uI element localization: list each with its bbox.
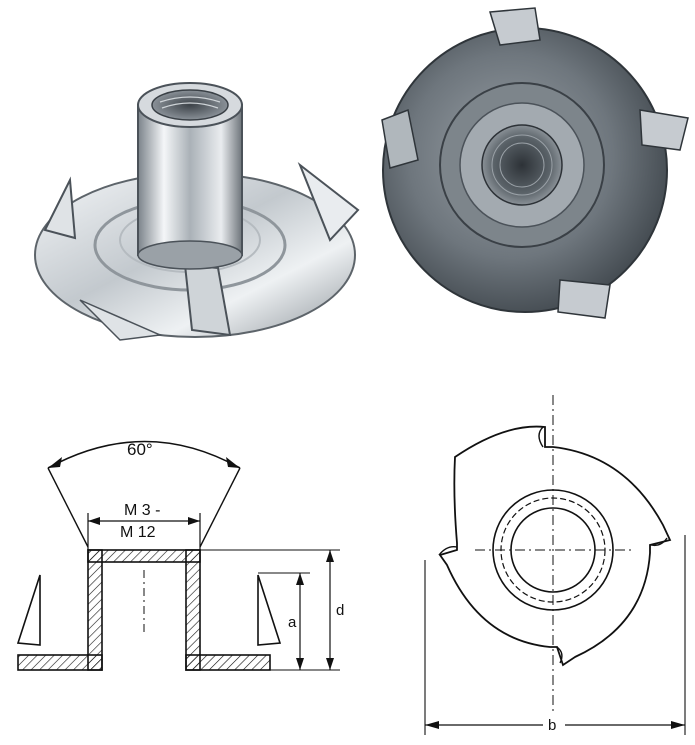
countersink-line-left (47, 467, 89, 548)
thread-label-line2: M 12 (120, 524, 156, 541)
prong-left (43, 176, 77, 240)
threaded-bore (481, 124, 563, 206)
tee-nut-photo-side (0, 0, 380, 380)
dim-d-label: d (336, 602, 344, 619)
prong-right (297, 161, 360, 242)
barrel-wall-left (87, 549, 103, 671)
dim-a-label: a (288, 614, 297, 631)
flange-outline (438, 425, 672, 667)
prong-left (381, 108, 419, 169)
dim-b-label: b (548, 717, 556, 734)
prong-right (639, 109, 689, 151)
flange-left (17, 654, 103, 671)
tee-nut-top-illustration (381, 7, 689, 319)
cross-section-svg: 60° M 3 - M 12 a d (16, 440, 344, 671)
prong-left (16, 574, 41, 646)
barrel-top (87, 549, 201, 563)
prong-bottom (557, 279, 611, 319)
barrel-wall-right (185, 549, 201, 671)
prong-right (257, 574, 282, 646)
cross-section-drawing: 60° M 3 - M 12 a d (0, 395, 370, 740)
tee-nut-side-illustration (34, 82, 360, 341)
prong-back (79, 299, 163, 341)
angle-label: 60° (127, 440, 153, 459)
tee-nut-photo-top (360, 0, 695, 380)
top-view-svg: b (424, 395, 686, 735)
prong-top (489, 7, 541, 46)
threaded-hole (151, 89, 229, 121)
thread-label-line1: M 3 - (124, 502, 160, 519)
angle-arc (47, 440, 241, 469)
top-view-drawing: b (395, 395, 695, 740)
flange-right (185, 654, 271, 671)
countersink-line-right (199, 467, 241, 548)
